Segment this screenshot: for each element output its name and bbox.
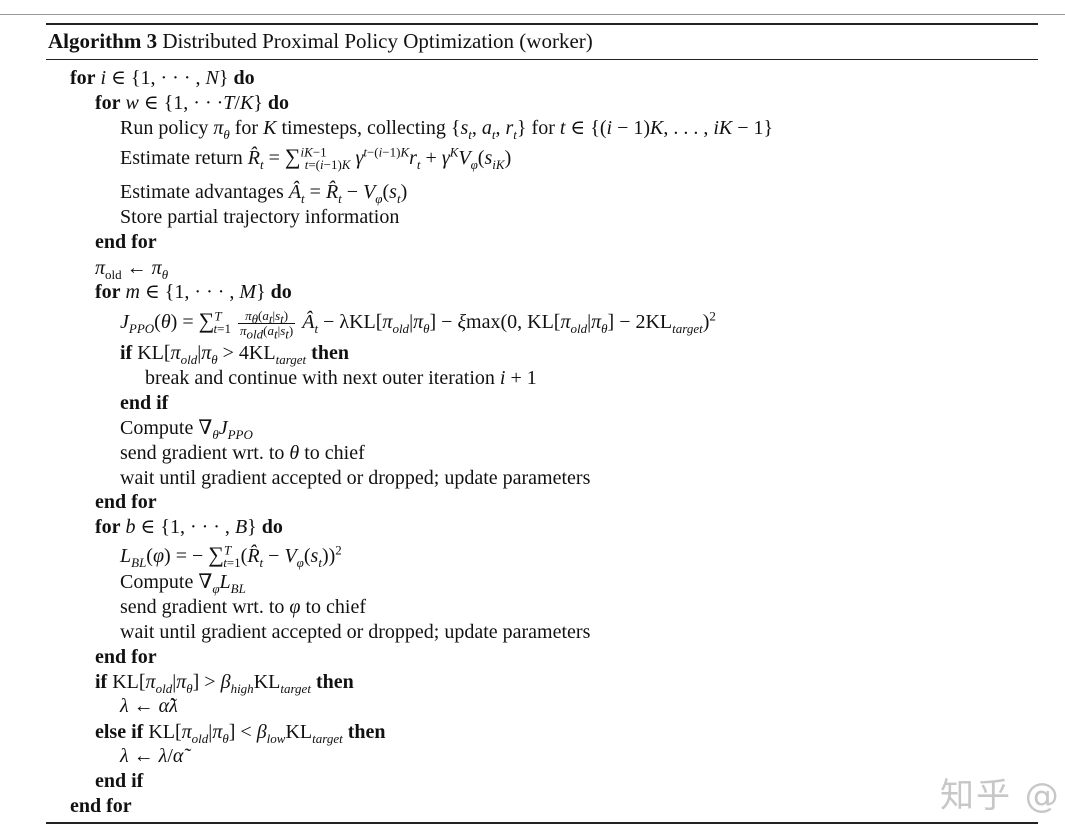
algo-line-17: end for [95, 490, 157, 514]
zhihu-watermark: 知乎 @ [940, 776, 1061, 816]
kw-end-if: end if [120, 392, 169, 414]
algo-line-18: for b ∈ {1, · · · , B} do [95, 516, 283, 538]
algo-line-27: λ ← λ/α̃ [120, 745, 184, 767]
algo-line-6: Store partial trajectory information [120, 205, 399, 229]
text-to-chief: to chief [304, 442, 365, 464]
text-wait: wait until gradient accepted or dropped;… [120, 621, 591, 643]
text-compute: Compute [120, 571, 194, 593]
text-store: Store partial trajectory information [120, 206, 400, 228]
algo-line-29: end for [70, 794, 132, 818]
algo-line-1: for i ∈ {1, · · · , N} do [70, 67, 255, 89]
algo-line-20: Compute ∇φLBL [120, 571, 246, 596]
algo-line-26: else if KL[πold|πθ] < βlowKLtarget then [95, 721, 386, 746]
algo-line-23: end for [95, 645, 157, 669]
text-estimate-advantages: Estimate advantages [120, 181, 284, 203]
algo-line-9: for m ∈ {1, · · · , M} do [95, 281, 292, 303]
kw-then: then [315, 671, 354, 693]
text-for: for [531, 117, 555, 139]
text-to-chief: to chief [305, 596, 367, 618]
text-for: for [234, 117, 259, 139]
algorithm-bottom-rule [46, 822, 1038, 824]
algo-line-2: for w ∈ {1, · · ·T/K} do [95, 92, 290, 114]
algo-line-10: JPPO(θ) = ∑Tt=1 πθ(at|st)πold(at|st) Ât … [120, 308, 716, 342]
kw-else-if: else if [95, 721, 144, 743]
text-wait: wait until gradient accepted or dropped;… [120, 467, 591, 489]
algo-line-4: Estimate return R̂t = ∑iK−1t=(i−1)K γt−(… [120, 144, 512, 172]
algo-line-21: send gradient wrt. to φ to chief [120, 596, 367, 618]
kw-do: do [270, 281, 292, 303]
algo-line-25: λ ← α̃λ [120, 695, 178, 717]
kw-for: for [95, 92, 121, 114]
algo-line-19: LBL(φ) = − ∑Tt=1(R̂t − Vφ(st))2 [120, 542, 342, 570]
kw-end-for: end for [95, 231, 157, 253]
kw-end-for: end for [95, 491, 157, 513]
algorithm-label: Algorithm 3 [48, 29, 158, 53]
algo-line-15: send gradient wrt. to θ to chief [120, 442, 365, 464]
algo-line-28: end if [95, 769, 143, 793]
algorithm-title: Distributed Proximal Policy Optimization… [162, 29, 593, 53]
kw-do: do [267, 92, 290, 114]
algorithm-top-rule [46, 23, 1038, 25]
page-top-rule [0, 14, 1065, 15]
algorithm-caption-rule [46, 59, 1038, 60]
algo-line-7: end for [95, 230, 157, 254]
text-estimate-return: Estimate return [120, 147, 243, 169]
algo-line-8: πold ← πθ [95, 257, 169, 282]
algorithm-caption: Algorithm 3 Distributed Proximal Policy … [48, 28, 593, 54]
algo-line-22: wait until gradient accepted or dropped;… [120, 620, 590, 644]
kw-end-for: end for [70, 795, 132, 817]
algo-line-11: if KL[πold|πθ > 4KLtarget then [120, 342, 349, 367]
algo-line-16: wait until gradient accepted or dropped;… [120, 466, 590, 490]
kw-for: for [70, 67, 96, 89]
kw-end-if: end if [95, 770, 144, 792]
kw-do: do [233, 67, 255, 89]
text-send-gradient: send gradient wrt. to [120, 596, 285, 618]
algo-line-13: end if [120, 391, 168, 415]
text-break: break and continue with next outer itera… [145, 367, 495, 389]
algo-line-12: break and continue with next outer itera… [145, 367, 537, 389]
kw-for: for [95, 516, 121, 538]
text-run-policy: Run policy [120, 117, 209, 139]
kw-then: then [347, 721, 386, 743]
text-send-gradient: send gradient wrt. to [120, 442, 285, 464]
kw-for: for [95, 281, 121, 303]
kw-do: do [261, 516, 283, 538]
text-compute: Compute [120, 417, 194, 439]
algo-line-14: Compute ∇θJPPO [120, 417, 253, 442]
kw-if: if [120, 342, 133, 364]
algo-line-3: Run policy πθ for K timesteps, collectin… [120, 117, 774, 142]
algo-line-24: if KL[πold|πθ] > βhighKLtarget then [95, 671, 354, 696]
algo-line-5: Estimate advantages Ât = R̂t − Vφ(st) [120, 181, 408, 206]
kw-then: then [311, 342, 349, 364]
kw-end-for: end for [95, 646, 157, 668]
text-timesteps-collecting: timesteps, collecting [281, 117, 446, 139]
kw-if: if [95, 671, 108, 693]
